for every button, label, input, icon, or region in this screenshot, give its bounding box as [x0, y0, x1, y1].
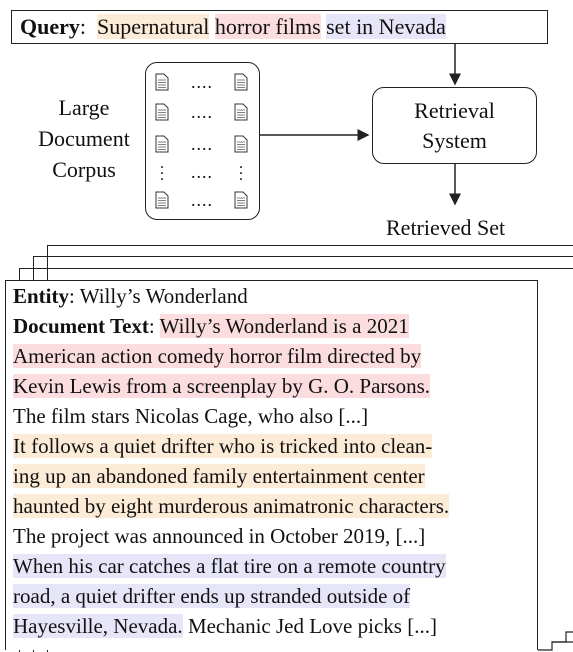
- query-box: Query: Supernatural horror films set in …: [11, 10, 548, 44]
- entity-line: Entity: Willy’s Wonderland: [13, 281, 248, 311]
- query-part-nevada: set in Nevada: [326, 14, 446, 39]
- highlight-horror-2: American action comedy horror film direc…: [13, 344, 422, 368]
- retrieval-line1: Retrieval: [414, 98, 495, 123]
- row-dots: ....: [191, 102, 213, 122]
- query-part-supernatural: Supernatural: [97, 14, 210, 39]
- document-text-line-10: road, a quiet drifter ends up stranded o…: [13, 581, 411, 611]
- document-icon: [234, 103, 248, 121]
- retrieved-document-card: Entity: Willy’s Wonderland Document Text…: [5, 280, 538, 650]
- document-text-line-4: The film stars Nicolas Cage, who also [.…: [13, 404, 369, 428]
- document-corpus-box: .... .... .... ... .... ... ....: [145, 62, 260, 220]
- retrieved-set-label: Retrieved Set: [386, 215, 506, 240]
- row-dots: ....: [191, 162, 213, 182]
- corpus-label-line3: Corpus: [52, 157, 116, 182]
- document-icon: [155, 191, 169, 209]
- document-text-line-7: haunted by eight murderous animatronic c…: [13, 491, 450, 521]
- document-icon: [234, 135, 248, 153]
- entity-value: : Willy’s Wonderland: [69, 284, 248, 308]
- entity-label: Entity: [13, 284, 70, 308]
- document-text-label: Document Text: [13, 314, 149, 338]
- document-icon: [234, 73, 248, 91]
- document-icon: [155, 73, 169, 91]
- retrieval-system-box: Retrieval System: [372, 87, 537, 164]
- corpus-label: Large Document Corpus: [30, 92, 138, 185]
- vertical-dots: ...: [160, 155, 164, 184]
- query-label: Query: [20, 14, 80, 39]
- query-separator: :: [79, 14, 87, 39]
- retrieval-line2: System: [422, 128, 487, 153]
- vertical-dots: ...: [239, 155, 243, 184]
- document-text-line-5: It follows a quiet drifter who is tricke…: [13, 431, 433, 461]
- document-icon: [234, 191, 248, 209]
- query-part-horror: horror films: [214, 14, 321, 39]
- document-text-separator: :: [148, 314, 160, 338]
- document-text-line-6: ing up an abandoned family entertainment…: [13, 461, 425, 491]
- highlight-nevada-2: road, a quiet drifter ends up stranded o…: [13, 584, 411, 608]
- row-dots: ....: [191, 134, 213, 154]
- document-text-line-9: When his car catches a flat tire on a re…: [13, 551, 446, 581]
- highlight-nevada-3: Hayesville, Nevada.: [13, 614, 183, 638]
- document-text-line-3: Kevin Lewis from a screenplay by G. O. P…: [13, 371, 430, 401]
- document-text-line-11-rest: Mechanic Jed Love picks [...]: [182, 614, 437, 638]
- row-dots: ....: [191, 190, 213, 210]
- highlight-horror-1: Willy’s Wonderland is a 2021: [159, 314, 409, 338]
- corpus-label-line1: Large: [58, 95, 110, 120]
- document-text-line-1: Document Text: Willy’s Wonderland is a 2…: [13, 311, 409, 341]
- highlight-nevada-1: When his car catches a flat tire on a re…: [13, 554, 446, 578]
- corpus-label-line2: Document: [38, 126, 130, 151]
- document-icon: [155, 135, 169, 153]
- stack-corner-lines: [538, 631, 573, 651]
- document-text-line-2: American action comedy horror film direc…: [13, 341, 422, 371]
- highlight-supernatural-1: It follows a quiet drifter who is tricke…: [13, 434, 433, 458]
- document-icon: [155, 103, 169, 121]
- flow-arrows: [260, 44, 461, 206]
- document-text-line-11: Hayesville, Nevada. Mechanic Jed Love pi…: [13, 611, 437, 641]
- document-text-line-8: The project was announced in October 201…: [13, 524, 426, 548]
- highlight-supernatural-2: ing up an abandoned family entertainment…: [13, 464, 425, 488]
- highlight-supernatural-3: haunted by eight murderous animatronic c…: [13, 494, 450, 518]
- row-dots: ....: [191, 72, 213, 92]
- highlight-horror-3: Kevin Lewis from a screenplay by G. O. P…: [13, 374, 430, 398]
